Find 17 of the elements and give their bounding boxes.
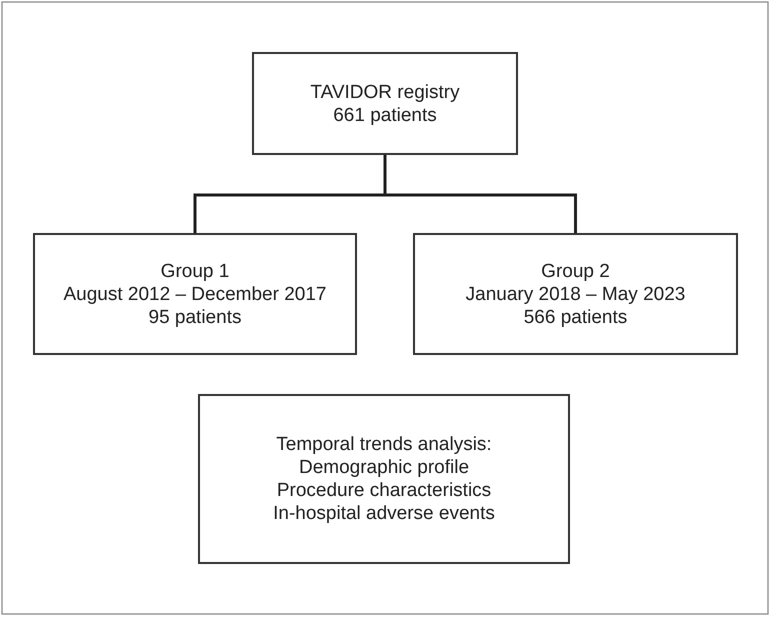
process-box bbox=[33, 233, 357, 355]
box-text: Procedure characteristics bbox=[276, 479, 492, 502]
box-heading: Group 1 bbox=[160, 260, 230, 282]
box-text: 95 patients bbox=[148, 306, 242, 328]
box-heading: Group 2 bbox=[541, 260, 610, 282]
box-text: January 2018 – May 2023 bbox=[466, 282, 686, 306]
box-text: 661 patients bbox=[333, 104, 437, 126]
box-text: In-hospital adverse events bbox=[273, 502, 495, 525]
process-box bbox=[252, 52, 518, 155]
process-box bbox=[198, 394, 570, 564]
box-heading: Temporal trends analysis: bbox=[276, 433, 492, 456]
process-box bbox=[413, 233, 738, 355]
box-text: 566 patients bbox=[524, 306, 628, 328]
connector-line bbox=[384, 155, 577, 233]
box-text: August 2012 – December 2017 bbox=[63, 282, 326, 306]
box-text: Demographic profile bbox=[298, 456, 470, 479]
box-heading: TAVIDOR registry bbox=[310, 80, 460, 104]
